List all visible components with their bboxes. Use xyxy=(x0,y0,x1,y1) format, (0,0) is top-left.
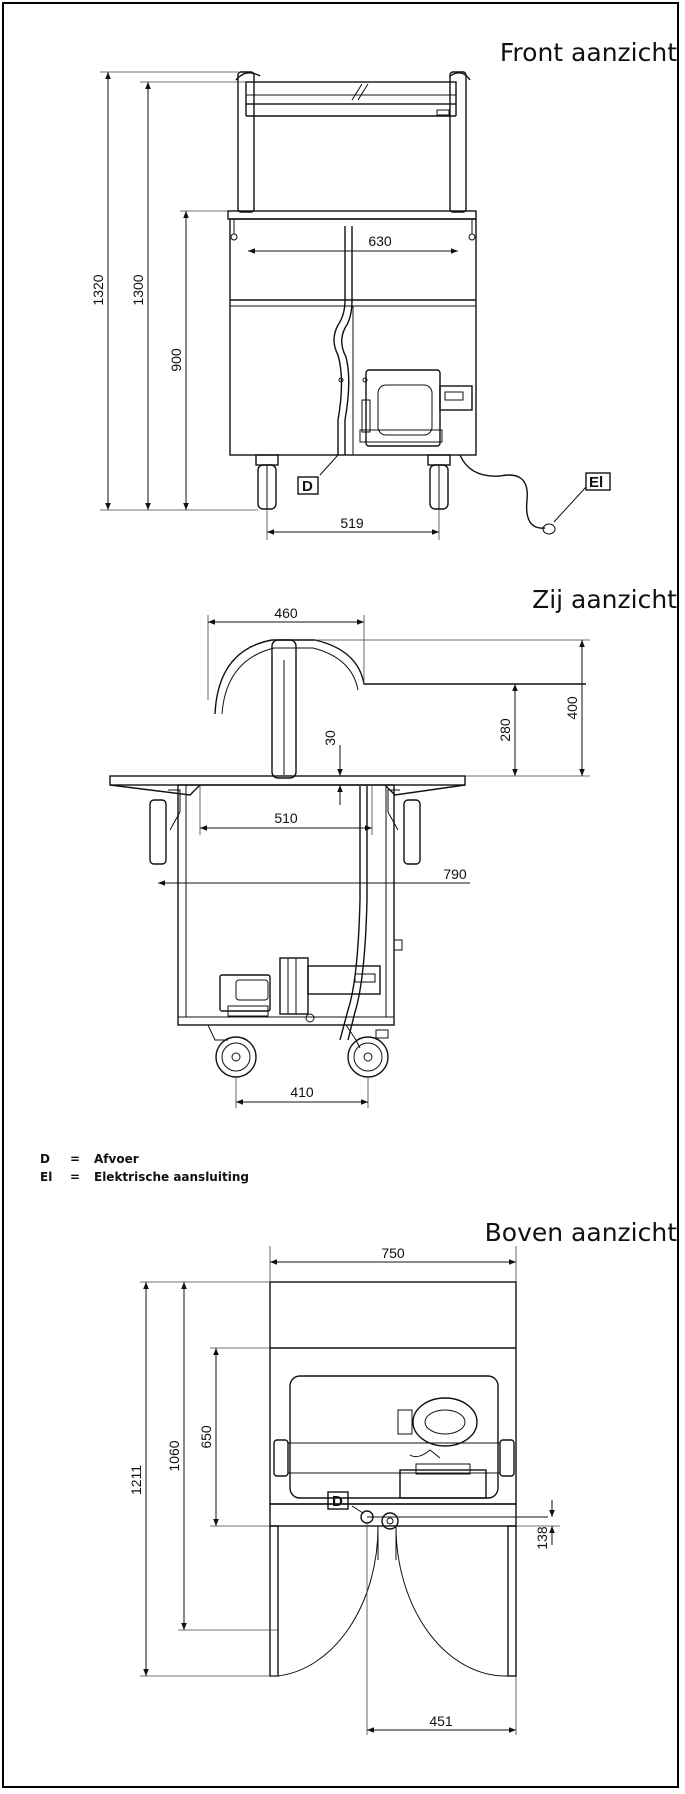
side-view-title: Zij aanzicht xyxy=(532,585,677,614)
top-dim-1211: 1211 xyxy=(128,1465,144,1495)
top-handle-left xyxy=(273,1439,289,1477)
front-dim-900: 900 xyxy=(168,348,184,372)
top-condenser xyxy=(399,1469,487,1499)
front-dim-1320: 1320 xyxy=(90,274,106,305)
front-drain-tag xyxy=(297,476,319,495)
side-dim-460: 460 xyxy=(274,605,298,621)
top-dim-650: 650 xyxy=(198,1425,214,1449)
top-door-left xyxy=(269,1525,279,1677)
side-wheel-right xyxy=(345,1024,389,1078)
top-view: D 750 1211 1060 650 138 451 xyxy=(128,1245,560,1735)
side-wheel-left xyxy=(207,1024,257,1078)
side-dim-30: 30 xyxy=(322,730,338,746)
top-compressor xyxy=(412,1397,478,1447)
top-well xyxy=(289,1375,499,1499)
side-dim-280: 280 xyxy=(497,718,513,742)
front-post-left xyxy=(237,71,255,213)
side-dim-790: 790 xyxy=(443,866,467,882)
front-counter-top xyxy=(227,210,477,220)
side-view: 460 400 280 30 510 790 410 xyxy=(109,605,590,1108)
side-hood xyxy=(214,639,586,715)
side-dim-400: 400 xyxy=(564,696,580,720)
side-condenser xyxy=(279,957,309,1015)
side-fan xyxy=(307,965,381,995)
top-dim-1060: 1060 xyxy=(166,1440,182,1471)
side-compressor xyxy=(219,974,271,1012)
front-dim-519: 519 xyxy=(340,515,364,531)
top-dim-138: 138 xyxy=(534,1526,550,1550)
top-handle-right xyxy=(499,1439,515,1477)
front-control-box xyxy=(439,385,473,411)
front-dim-1300: 1300 xyxy=(130,274,146,305)
side-column xyxy=(271,639,297,779)
front-wheel-right xyxy=(427,454,451,510)
top-drain-tag xyxy=(327,1491,349,1510)
top-door-right xyxy=(507,1525,517,1677)
top-view-title: Boven aanzicht xyxy=(484,1218,677,1247)
front-wheel-left xyxy=(255,454,279,510)
front-view: D El 1320 1300 900 630 519 xyxy=(90,71,611,540)
front-post-right xyxy=(449,71,467,213)
front-view-title: Front aanzicht xyxy=(499,38,677,67)
side-dim-410: 410 xyxy=(290,1084,314,1100)
front-power-cable xyxy=(459,454,546,529)
svg-text:D: D xyxy=(332,1493,343,1510)
top-dim-451: 451 xyxy=(429,1713,453,1729)
front-electric-tag xyxy=(585,472,611,491)
legend-item-electric: El=Elektrische aansluiting xyxy=(40,1170,249,1184)
side-cabinet xyxy=(177,784,395,1026)
side-dim-510: 510 xyxy=(274,810,298,826)
legend-item-drain: D=Afvoer xyxy=(40,1152,139,1166)
top-dim-750: 750 xyxy=(381,1245,405,1261)
front-dim-630: 630 xyxy=(368,233,392,249)
svg-text:El: El xyxy=(589,474,603,491)
svg-text:D: D xyxy=(302,478,313,495)
front-glass-shelf xyxy=(245,81,457,105)
